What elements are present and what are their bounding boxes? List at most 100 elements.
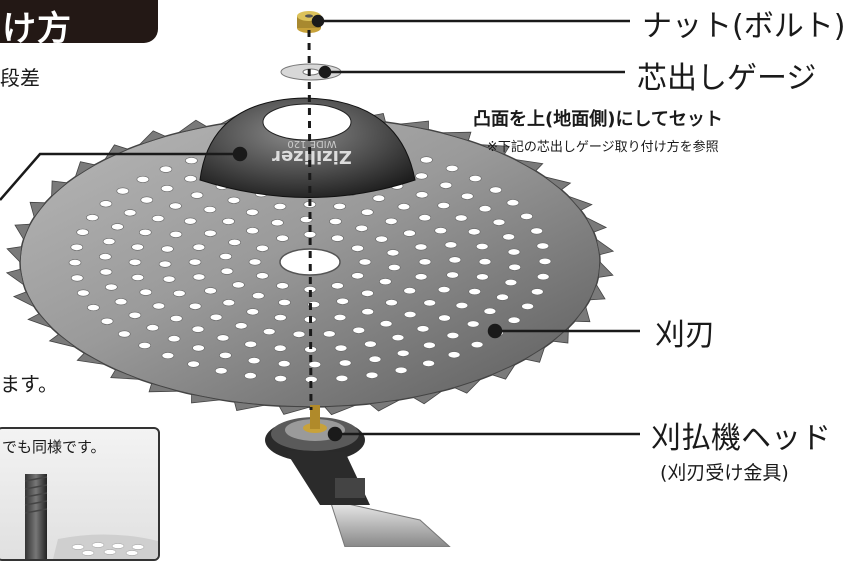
blade-hole <box>219 351 232 359</box>
blade-hole <box>220 267 234 275</box>
blade-hole <box>100 317 114 325</box>
blade-hole <box>209 313 223 321</box>
blade-hole <box>167 335 181 343</box>
dome-leader-line <box>0 152 240 201</box>
step-text: 段差 <box>0 66 40 90</box>
blade-hole <box>219 253 232 261</box>
blade-hole <box>151 215 165 223</box>
blade-hole <box>364 340 377 348</box>
blade-hole <box>489 186 503 194</box>
blade-hole <box>222 299 236 307</box>
blade-hole <box>478 258 492 266</box>
blade-hole <box>169 230 183 238</box>
blade-hole <box>385 299 398 307</box>
blade-hole <box>256 244 269 252</box>
label-gauge-note1: 凸面を上(地面側)にしてセット <box>473 109 723 130</box>
blade-hole <box>492 218 506 226</box>
blade-hole <box>146 324 159 332</box>
blade-hole <box>128 311 142 319</box>
blade-hole <box>278 298 291 306</box>
gauge-model-text: WIDE 120 <box>287 138 336 149</box>
blade-hole <box>102 238 116 246</box>
blade-hole <box>192 243 206 251</box>
blade-hole <box>251 292 265 300</box>
blade-hole <box>418 258 432 266</box>
blade-hole <box>188 302 202 310</box>
blade-hole <box>191 325 205 333</box>
blade-hole <box>446 331 460 339</box>
gauge-leader-dot <box>318 65 332 79</box>
blade-hole <box>460 192 474 200</box>
blade-hole <box>502 233 516 241</box>
blade-hole <box>455 301 469 309</box>
blade-hole <box>187 360 200 368</box>
blade-hole <box>415 172 428 180</box>
blade-hole <box>246 227 259 235</box>
blade-hole <box>386 249 400 257</box>
blade-hole <box>329 218 342 226</box>
blade-hole <box>248 258 262 266</box>
blade-hole <box>192 344 205 352</box>
blade-hole <box>468 175 482 183</box>
blade-hole <box>468 288 482 296</box>
blade-hole <box>247 357 261 365</box>
blade-hole <box>530 227 544 235</box>
blade-hole <box>448 256 462 264</box>
blade-hole <box>274 375 287 383</box>
blade-hole <box>379 278 392 286</box>
blade-hole <box>139 288 153 296</box>
blade-hole <box>420 156 433 164</box>
blade-hole <box>105 283 118 291</box>
blade-hole <box>139 228 152 236</box>
blade-hole <box>338 359 352 367</box>
blade-hole <box>387 263 401 271</box>
blade-hole <box>99 200 113 208</box>
blade-hole <box>292 330 306 338</box>
blade-hole <box>303 231 317 239</box>
blade-hole <box>467 228 481 236</box>
blade-hole <box>234 322 248 330</box>
blade-hole <box>184 217 197 225</box>
note-text: でも同様です。 <box>2 438 106 456</box>
blade-hole <box>352 326 366 334</box>
dome-leader-dot <box>232 146 248 162</box>
blade-hole <box>262 328 276 336</box>
blade-hole <box>169 202 182 210</box>
blade-hole <box>437 286 451 294</box>
blade-hole <box>204 229 217 237</box>
blade-hole <box>520 212 533 220</box>
blade-hole <box>276 282 289 290</box>
blade-hole <box>508 263 522 271</box>
head-leader-dot <box>327 426 343 442</box>
blade-hole <box>277 360 291 368</box>
blade-hole <box>170 314 183 322</box>
blade-hole <box>414 243 428 251</box>
blade-hole <box>114 298 128 306</box>
blade-hole <box>216 334 230 342</box>
blade-hole <box>131 273 145 281</box>
blade-leader-dot <box>487 323 503 339</box>
blade-hole <box>454 214 468 222</box>
blade-hole <box>466 320 480 328</box>
blade-hole <box>244 340 257 348</box>
blade-hole <box>375 235 388 243</box>
blade-hole <box>403 310 417 318</box>
blade-hole <box>397 203 411 211</box>
blade-hole <box>128 258 142 266</box>
blade-hole <box>136 175 150 183</box>
blade-hole <box>70 243 84 251</box>
blade-center-hole <box>279 248 341 276</box>
blade-hole <box>271 219 284 227</box>
blade-hole <box>365 371 379 379</box>
blade-hole <box>246 208 259 216</box>
blade-hole <box>204 287 217 295</box>
blade-hole <box>131 243 144 251</box>
blade-hole <box>99 253 112 261</box>
blade-hole <box>414 273 428 281</box>
blade-hole <box>361 289 374 297</box>
blade-hole <box>192 273 206 281</box>
blade-hole <box>158 260 172 268</box>
label-nut: ナット(ボルト) <box>642 9 846 44</box>
gauge-dome-image: Zizilizer WIDE 120 <box>199 97 416 198</box>
blade-hole <box>140 196 154 204</box>
